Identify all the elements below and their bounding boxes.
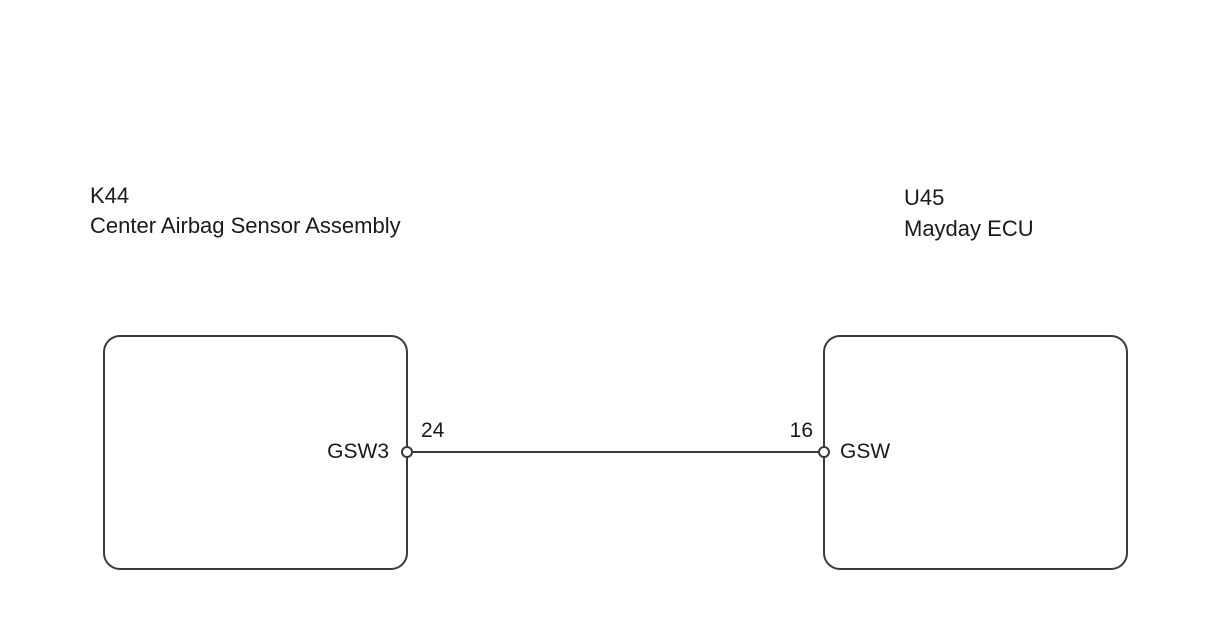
component-name-k44: Center Airbag Sensor Assembly — [90, 213, 401, 238]
pin-number-24: 24 — [421, 419, 445, 442]
component-code-k44: K44 — [90, 183, 130, 208]
component-name-u45: Mayday ECU — [904, 216, 1034, 241]
pin-signal-gsw: GSW — [840, 440, 891, 463]
pin-terminal-gsw3 — [401, 446, 413, 458]
pin-terminal-gsw — [818, 446, 830, 458]
pin-signal-gsw3: GSW3 — [327, 440, 389, 463]
component-code-u45: U45 — [904, 185, 945, 210]
pin-number-16: 16 — [789, 419, 813, 442]
